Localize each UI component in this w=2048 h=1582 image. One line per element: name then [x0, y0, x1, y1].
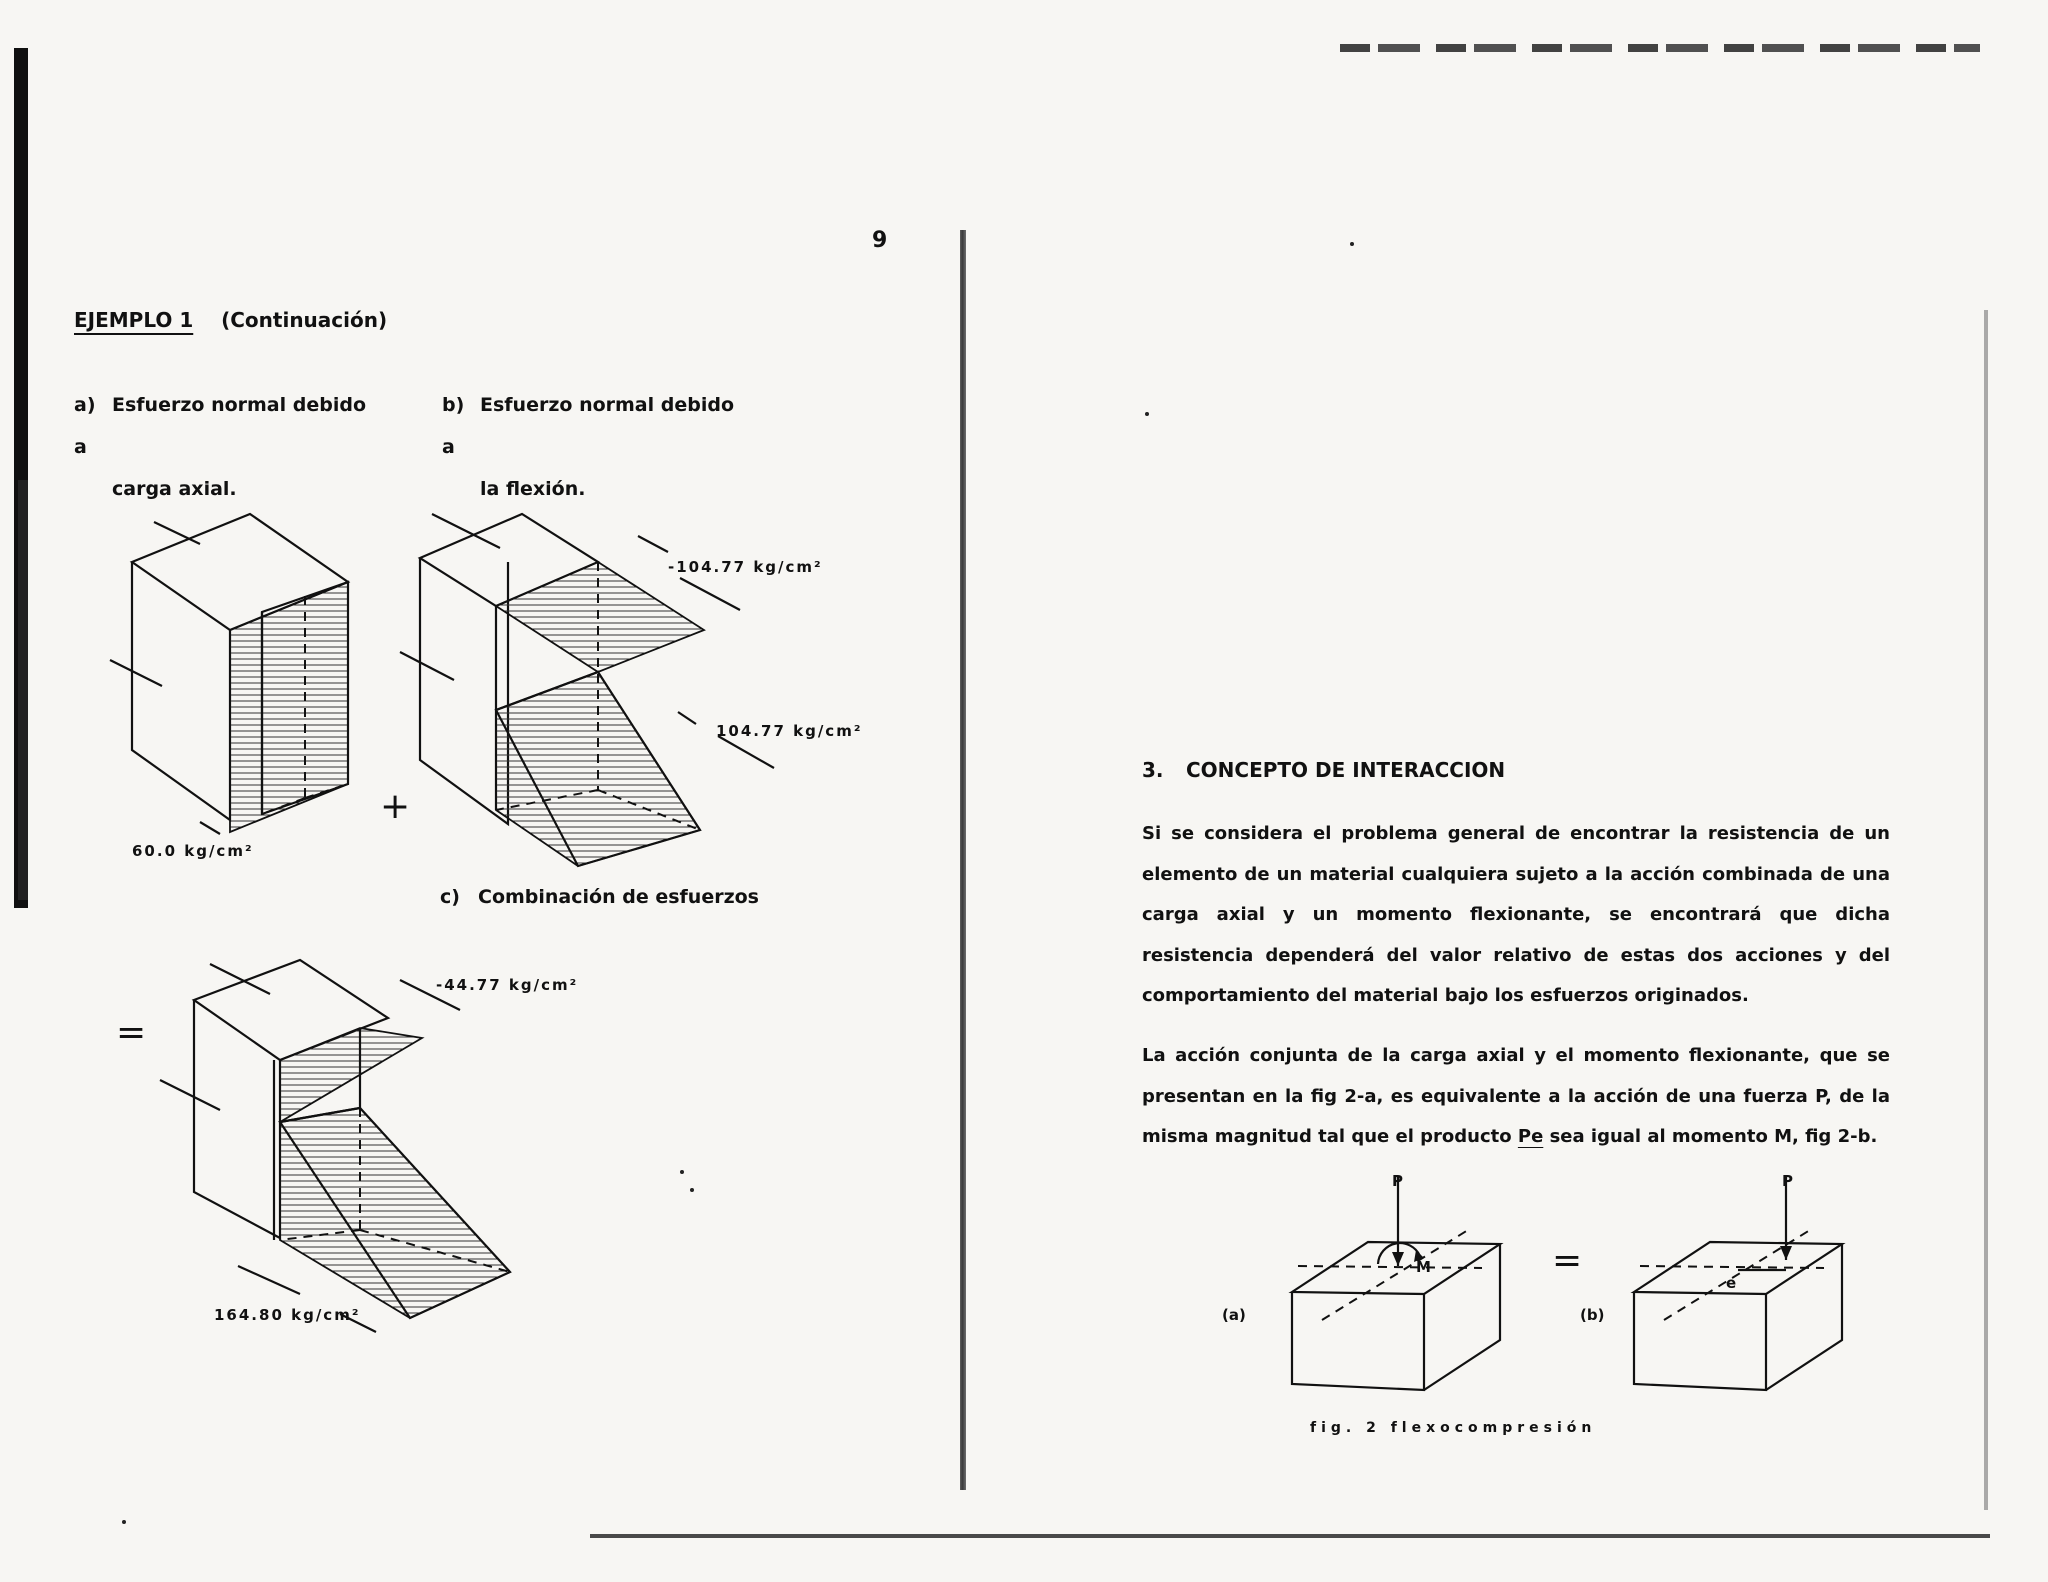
stress-label-bending-top: -104.77 kg/cm² [668, 558, 823, 576]
scan-speck [1145, 412, 1149, 416]
example-title-text: EJEMPLO 1 [74, 308, 194, 332]
section-title: CONCEPTO DE INTERACCION [1186, 758, 1506, 782]
stress-label-bending-bottom: 104.77 kg/cm² [716, 722, 863, 740]
paragraph-2-pe: Pe [1517, 1126, 1544, 1147]
scan-smudge [1340, 44, 1980, 52]
caption-a-line1: Esfuerzo normal debido a [74, 394, 367, 458]
stress-label-combined-bottom: 164.80 kg/cm² [214, 1306, 361, 1324]
paragraph-2-end: sea igual al momento M, fig 2-b. [1543, 1126, 1878, 1147]
combined-stress-diagram [159, 958, 512, 1333]
caption-b-line2: la flexión. [480, 478, 586, 500]
right-page [965, 0, 2048, 1582]
axial-stress-diagram [109, 512, 351, 835]
scan-speck [1350, 242, 1354, 246]
paragraph-1: Si se considera el problema general de e… [1142, 823, 1890, 1006]
fig-force-label-a: P [1392, 1172, 1403, 1190]
scan-right-edge [1984, 310, 1988, 1510]
figure-2a-block [1288, 1176, 1504, 1392]
bending-stress-diagram [399, 512, 775, 868]
caption-b-label: b) [442, 394, 465, 416]
paragraph-2: La acción conjunta de la carga axial y e… [1142, 1036, 1890, 1158]
page-number: 9 [872, 228, 888, 253]
fig-moment-label: M [1416, 1258, 1431, 1276]
fig-equals: = [1552, 1240, 1583, 1281]
example-title: EJEMPLO 1 (Continuación) [74, 308, 387, 332]
scan-speck [680, 1170, 684, 1174]
page-gutter [960, 230, 966, 1490]
scan-speck [690, 1188, 694, 1192]
caption-b-line1: Esfuerzo normal debido a [442, 394, 735, 458]
caption-a: a)Esfuerzo normal debido a carga axial. [74, 384, 374, 510]
fig-label-b: (b) [1580, 1306, 1605, 1324]
section-number: 3. [1142, 758, 1164, 782]
caption-c: c) Combinación de esfuerzos [440, 876, 780, 918]
scan-speck [122, 1520, 126, 1524]
figure-caption: fig. 2 flexocompresión [1310, 1420, 1597, 1436]
caption-a-line2: carga axial. [112, 478, 237, 500]
stress-label-combined-top: -44.77 kg/cm² [436, 976, 579, 994]
section-heading: 3. CONCEPTO DE INTERACCION [1142, 758, 1505, 782]
caption-a-label: a) [74, 394, 96, 416]
fig-label-a: (a) [1222, 1306, 1246, 1324]
left-page: 9 EJEMPLO 1 (Continuación) a)Esfuerzo no… [0, 0, 960, 1582]
scan-bottom-rule [590, 1534, 1990, 1538]
paragraph-2-start: La acción conjunta de la carga axial y e… [1142, 1045, 1890, 1147]
scan-edge-shadow [18, 480, 28, 900]
fig-force-label-b: P [1782, 1172, 1793, 1190]
fig-eccentricity-label: e [1726, 1274, 1737, 1292]
stress-label-axial: 60.0 kg/cm² [132, 842, 254, 860]
example-subtitle: (Continuación) [221, 308, 388, 332]
caption-c-text: Combinación de esfuerzos [478, 886, 759, 908]
equals-operator: = [116, 1012, 147, 1053]
plus-operator: + [380, 786, 411, 827]
caption-b: b)Esfuerzo normal debido a la flexión. [442, 384, 742, 510]
caption-c-label: c) [440, 886, 460, 908]
figure-2b-block [1630, 1176, 1846, 1392]
